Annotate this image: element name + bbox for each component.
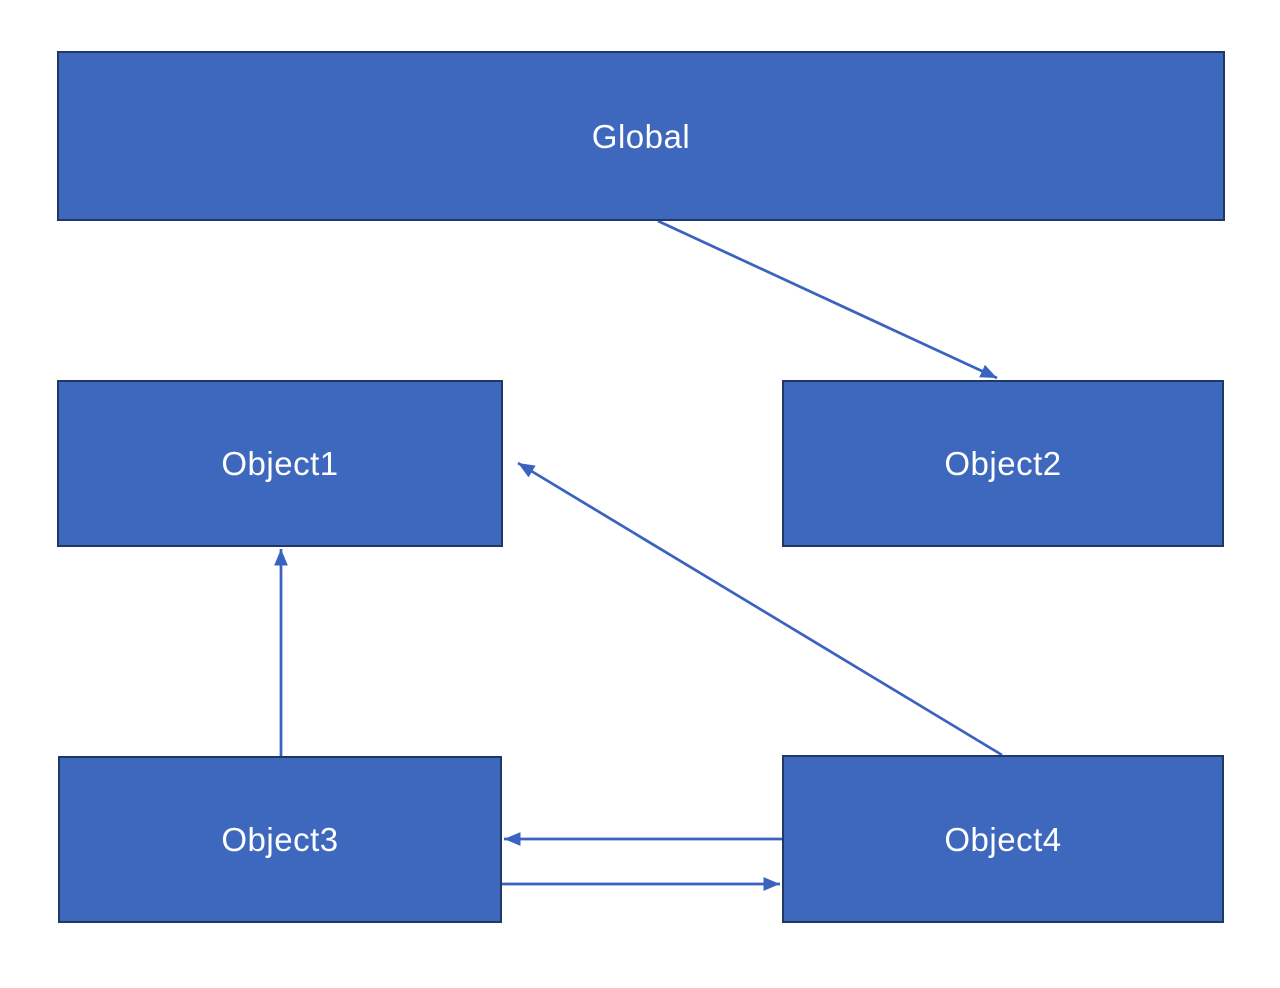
node-object1-label: Object1 <box>221 445 339 482</box>
node-object1: Object1 <box>57 380 503 547</box>
arrow-global-to-object2 <box>657 219 998 380</box>
node-object4-label: Object4 <box>944 820 1062 858</box>
node-global-label: Global <box>591 117 691 155</box>
node-object2-label: Object2 <box>944 445 1062 482</box>
node-object3-label: Object3 <box>221 821 339 858</box>
node-global: Global <box>57 51 1225 221</box>
node-object4: Object4 <box>782 755 1224 923</box>
node-object2: Object2 <box>782 380 1224 547</box>
node-object3: Object3 <box>58 756 502 923</box>
